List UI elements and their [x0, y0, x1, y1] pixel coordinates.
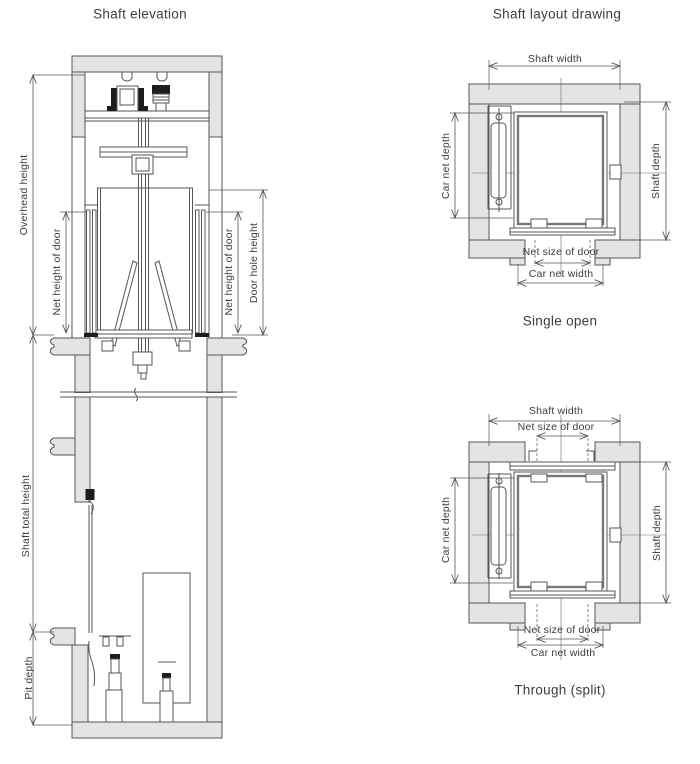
- door-panel: [201, 209, 206, 334]
- dim-shaft-width-2: Shaft width: [528, 404, 584, 417]
- elevation-title: Shaft elevation: [93, 6, 187, 22]
- dim-shaft-total-height: Shaft total height: [19, 474, 32, 558]
- dim-shaft-width-1: Shaft width: [527, 52, 583, 65]
- through-split-plan: [450, 414, 671, 660]
- car-outline: [513, 111, 608, 229]
- counterweight-plan: [487, 105, 512, 212]
- dim-shaft-depth-2: Shaft depth: [650, 505, 663, 561]
- caption-single-open: Single open: [522, 313, 598, 329]
- door-jamb: [586, 450, 595, 461]
- rail-bracket: [609, 527, 622, 543]
- door-jamb: [528, 450, 537, 461]
- dim-shaft-depth-1: Shaft depth: [649, 143, 662, 199]
- apron-icon: [88, 640, 96, 687]
- traction-machine-icon: [107, 85, 148, 112]
- brace-icon: [154, 260, 182, 347]
- break-symbol: [134, 387, 138, 402]
- dim-car-net-depth-2: Car net depth: [439, 496, 452, 564]
- counterweight-buffer-icon: [159, 673, 174, 723]
- door-panel: [92, 209, 97, 334]
- dim-net-height-of-door-left: Net height of door: [50, 228, 63, 316]
- single-open-plan: [450, 60, 671, 287]
- door-panel: [86, 209, 91, 334]
- dim-net-size-of-door-1: Net size of door: [522, 245, 600, 258]
- dim-net-size-of-door-2-top: Net size of door: [517, 420, 595, 433]
- dim-overhead-height: Overhead height: [17, 154, 30, 236]
- car-outline: [513, 471, 608, 592]
- dim-net-height-of-door-right: Net height of door: [222, 228, 235, 316]
- counterweight-plan: [487, 473, 512, 579]
- ceiling-hook-icon: [121, 72, 133, 82]
- brace-icon: [110, 260, 138, 347]
- dim-car-net-width-2: Car net width: [530, 646, 596, 659]
- door-sill: [509, 590, 616, 596]
- dim-car-net-width-1: Car net width: [528, 267, 594, 280]
- door-sill: [509, 227, 616, 233]
- door-sill: [509, 461, 616, 467]
- layout-title: Shaft layout drawing: [492, 6, 622, 22]
- control-cabinet-icon: [152, 85, 170, 112]
- caption-through-split: Through (split): [514, 682, 606, 698]
- ceiling-hook-icon: [156, 72, 168, 82]
- car-buffer-icon: [105, 654, 123, 723]
- dim-net-size-of-door-2-bottom: Net size of door: [523, 623, 601, 636]
- shaft-elevation-drawing: [29, 55, 268, 739]
- dim-pit-depth: Pit depth: [22, 656, 35, 700]
- dim-car-net-depth-1: Car net depth: [439, 132, 452, 200]
- rail-bracket: [609, 164, 622, 180]
- dim-door-hole-height: Door hole height: [247, 222, 260, 304]
- door-panel: [195, 209, 200, 334]
